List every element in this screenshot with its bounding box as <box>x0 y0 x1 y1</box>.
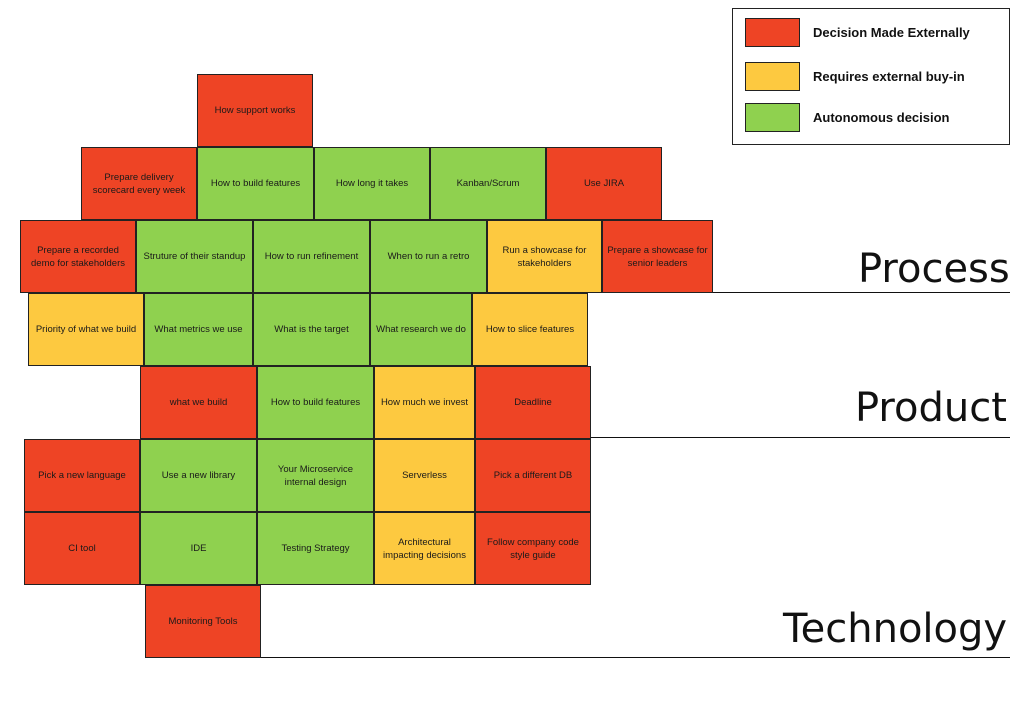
decision-tile: How support works <box>197 74 313 147</box>
decision-tile: Run a showcase for stakeholders <box>487 220 602 293</box>
decision-tile: What research we do <box>370 293 472 366</box>
decision-tile: Pick a new language <box>24 439 140 512</box>
legend-label: Decision Made Externally <box>813 25 970 40</box>
decision-tile: What is the target <box>253 293 370 366</box>
decision-tile: Architectural impacting decisions <box>374 512 475 585</box>
decision-tile: Your Microservice internal design <box>257 439 374 512</box>
legend-swatch <box>745 18 800 47</box>
decision-tile: How to run refinement <box>253 220 370 293</box>
section-divider-process <box>600 292 1010 293</box>
decision-tile: Prepare a showcase for senior leaders <box>602 220 713 293</box>
section-label-product: Product <box>855 385 1007 431</box>
decision-tile: what we build <box>140 366 257 439</box>
decision-tile: Priority of what we build <box>28 293 144 366</box>
decision-tile: Serverless <box>374 439 475 512</box>
decision-tile: Prepare a recorded demo for stakeholders <box>20 220 136 293</box>
decision-tile: Use JIRA <box>546 147 662 220</box>
legend-item-buy-in: Requires external buy-in <box>745 62 1005 92</box>
decision-tile: IDE <box>140 512 257 585</box>
legend-item-autonomous: Autonomous decision <box>745 103 1005 133</box>
decision-tile: Testing Strategy <box>257 512 374 585</box>
decision-tile: What metrics we use <box>144 293 253 366</box>
section-label-process: Process <box>858 246 1010 292</box>
legend-swatch <box>745 62 800 91</box>
decision-tile: CI tool <box>24 512 140 585</box>
legend-label: Requires external buy-in <box>813 69 965 84</box>
decision-tile: Monitoring Tools <box>145 585 261 658</box>
decision-tile: Kanban/Scrum <box>430 147 546 220</box>
legend-label: Autonomous decision <box>813 110 950 125</box>
section-divider-product <box>590 437 1010 438</box>
legend-swatch <box>745 103 800 132</box>
decision-tile: How to build features <box>257 366 374 439</box>
decision-tile: When to run a retro <box>370 220 487 293</box>
legend-item-external: Decision Made Externally <box>745 18 1005 48</box>
decision-tile: How much we invest <box>374 366 475 439</box>
decision-tile: Deadline <box>475 366 591 439</box>
decision-tile: Pick a different DB <box>475 439 591 512</box>
decision-tile: Follow company code style guide <box>475 512 591 585</box>
decision-tile: How to build features <box>197 147 314 220</box>
section-label-technology: Technology <box>783 606 1008 652</box>
decision-tile: How long it takes <box>314 147 430 220</box>
legend: Decision Made Externally Requires extern… <box>732 8 1010 145</box>
section-divider-technology <box>260 657 1010 658</box>
decision-tile: Prepare delivery scorecard every week <box>81 147 197 220</box>
decision-tile: How to slice features <box>472 293 588 366</box>
decision-tile: Use a new library <box>140 439 257 512</box>
decision-tile: Struture of their standup <box>136 220 253 293</box>
